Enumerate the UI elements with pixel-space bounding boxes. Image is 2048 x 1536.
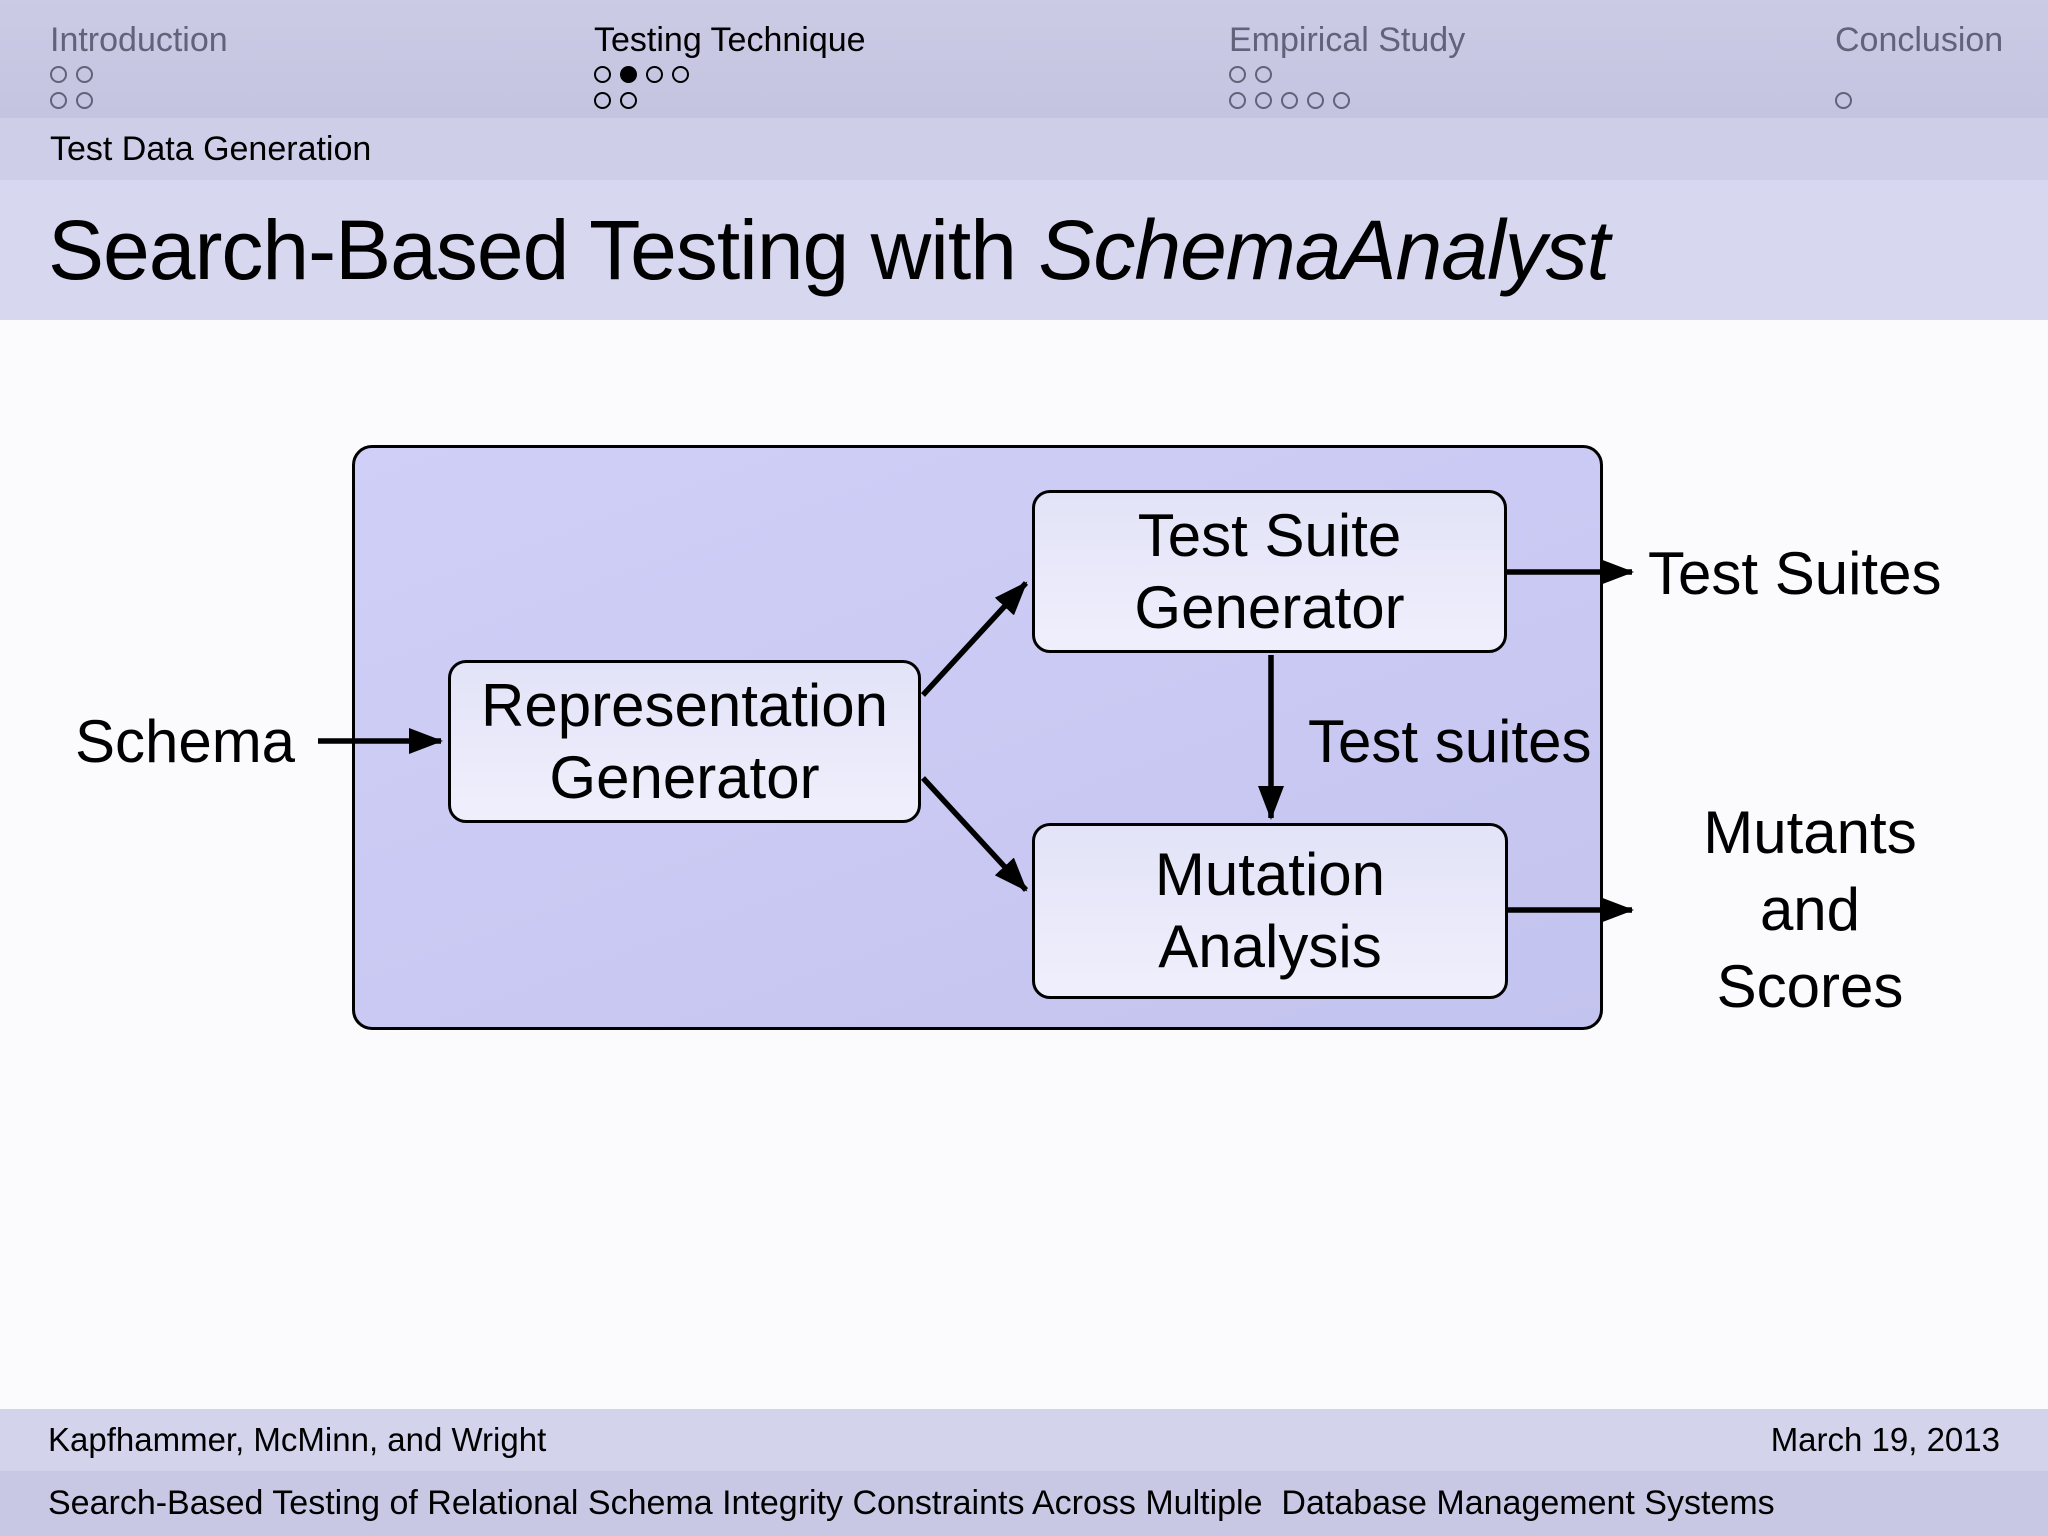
nav-dot-icon[interactable]: [620, 91, 637, 109]
frame-title: Search-Based Testing with SchemaAnalyst: [48, 202, 1610, 299]
node-label-line: Generator: [1134, 573, 1405, 641]
nav-slide-dots-empirical-study: [1229, 61, 1465, 113]
nav-section-title-conclusion[interactable]: Conclusion: [1835, 21, 2004, 59]
nav-dot-icon[interactable]: [1229, 91, 1246, 109]
nav-dot-row: [1835, 61, 2003, 87]
nav-dot-icon[interactable]: [594, 91, 611, 109]
subsection-label: Test Data Generation: [50, 129, 372, 168]
nav-dot-icon[interactable]: [672, 65, 689, 83]
nav-dot-row: [50, 61, 228, 87]
node-label-line: Test Suite: [1137, 501, 1402, 569]
footer-authors-text: Kapfhammer, McMinn, and Wright: [48, 1421, 547, 1458]
nav-section-title-introduction[interactable]: Introduction: [50, 21, 228, 59]
node-label-line: Analysis: [1158, 913, 1382, 980]
output-mutants-scores-label: Mutants and Scores: [1660, 794, 1960, 1025]
nav-dot-icon[interactable]: [1281, 91, 1298, 109]
frame-title-emphasis: SchemaAnalyst: [1038, 202, 1610, 297]
nav-slide-dots-testing-technique: [594, 61, 866, 113]
slide-body: Representation Generator Test Suite Gene…: [0, 320, 2048, 1409]
nav-header: Introduction Testing Technique Empirical S…: [0, 0, 2048, 118]
nav-dot-row: [1229, 87, 1465, 113]
nav-slide-dots-conclusion: [1835, 61, 2003, 113]
node-label-line: Generator: [549, 743, 820, 811]
nav-dot-icon[interactable]: [646, 65, 663, 83]
nav-dot-icon[interactable]: [50, 65, 67, 83]
nav-dot-icon[interactable]: [1229, 65, 1246, 83]
footer-author-bar: Kapfhammer, McMinn, and Wright March 19,…: [0, 1409, 2048, 1471]
output-test-suites-label: Test Suites: [1648, 540, 1942, 607]
output-line: and: [1759, 876, 1861, 943]
input-schema-label: Schema: [74, 708, 296, 775]
nav-dot-icon[interactable]: [1333, 91, 1350, 109]
nav-section-title-empirical-study[interactable]: Empirical Study: [1229, 21, 1466, 59]
edge-test-suites-label: Test suites: [1308, 708, 1592, 775]
nav-dot-icon[interactable]: [76, 91, 93, 109]
nav-dot-icon[interactable]: [76, 65, 93, 83]
footer-title-bar: Search-Based Testing of Relational Schem…: [0, 1471, 2048, 1536]
node-label-line: Mutation: [1154, 841, 1386, 908]
nav-dot-icon[interactable]: [1835, 91, 1852, 109]
output-line: Mutants: [1703, 799, 1917, 866]
node-label-line: Representation: [481, 671, 888, 739]
nav-dot-current-icon[interactable]: [620, 65, 637, 83]
nav-dot-row: [1229, 61, 1465, 87]
nav-section-title-testing-technique[interactable]: Testing Technique: [594, 21, 866, 59]
node-representation-generator: Representation Generator: [448, 660, 921, 823]
subsection-bar: Test Data Generation: [0, 118, 2048, 180]
nav-dot-icon[interactable]: [1307, 91, 1324, 109]
frame-title-text: Search-Based Testing with: [48, 202, 1039, 297]
title-band: Search-Based Testing with SchemaAnalyst: [0, 180, 2048, 320]
nav-dot-icon[interactable]: [50, 91, 67, 109]
footer-paper-title: Search-Based Testing of Relational Schem…: [48, 1484, 1775, 1522]
nav-dot-icon[interactable]: [1255, 91, 1272, 109]
footer-date: March 19, 2013: [1770, 1421, 2000, 1458]
nav-section-conclusion: Conclusion: [1835, 0, 2003, 118]
nav-dot-row: [1835, 87, 2003, 113]
nav-dot-icon[interactable]: [594, 65, 611, 83]
nav-dot-row: [50, 87, 228, 113]
nav-dot-icon[interactable]: [1255, 65, 1272, 83]
nav-section-empirical-study: Empirical Study: [1229, 0, 1465, 118]
nav-dot-row: [594, 61, 866, 87]
nav-section-testing-technique: Testing Technique: [594, 0, 866, 118]
nav-slide-dots-introduction: [50, 61, 228, 113]
node-test-suite-generator: Test Suite Generator: [1032, 490, 1507, 653]
node-mutation-analysis: Mutation Analysis: [1032, 823, 1508, 999]
output-line: Scores: [1716, 953, 1904, 1020]
nav-dot-row: [594, 87, 866, 113]
nav-section-introduction: Introduction: [50, 0, 228, 118]
